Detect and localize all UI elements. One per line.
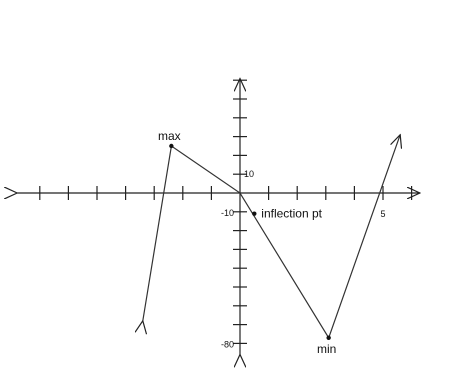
- series-group: [143, 135, 400, 340]
- y-tick-label: -10: [221, 208, 234, 218]
- min-marker: [326, 335, 331, 340]
- min-label: min: [317, 342, 336, 356]
- inflection-label: inflection pt: [261, 207, 322, 221]
- x-tick-label: 5: [380, 209, 385, 219]
- max-marker: [169, 143, 174, 149]
- y-tick-label: -80: [221, 339, 234, 349]
- axes-group: [17, 79, 420, 355]
- y-tick-label: 10: [244, 169, 254, 179]
- labels-group: 10 -10 -80 5 max inflection pt min: [158, 129, 385, 356]
- curve-line: [143, 135, 400, 340]
- max-label: max: [158, 129, 181, 143]
- inflection-marker: [252, 211, 257, 216]
